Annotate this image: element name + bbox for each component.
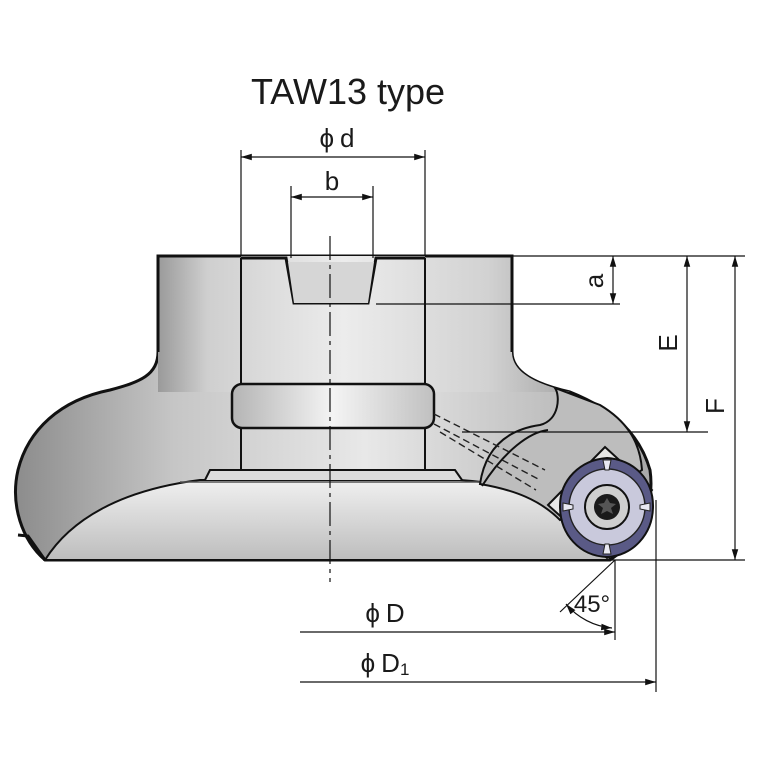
coolant-channel <box>433 413 546 491</box>
dim-E-label: E <box>653 334 683 351</box>
flange-notch <box>17 533 47 561</box>
dimension-lines <box>240 150 745 692</box>
insert-corner-marks <box>562 459 651 555</box>
dim-b-label: b <box>325 166 339 196</box>
hub <box>158 256 570 392</box>
dim-a-label: a <box>579 273 609 288</box>
key-slot-face <box>288 262 374 303</box>
angle-arc <box>565 603 613 631</box>
insert <box>546 445 655 560</box>
pocket-curve <box>481 429 549 487</box>
relief-ring <box>230 382 436 430</box>
dim-F-label: F <box>700 398 730 414</box>
angle-label: 45° <box>574 591 610 618</box>
cutter-body <box>14 236 653 582</box>
title: TAW13 type <box>251 71 445 112</box>
torx-icon <box>598 498 616 514</box>
base-shoulder <box>204 469 463 481</box>
angle-leg <box>559 559 616 613</box>
